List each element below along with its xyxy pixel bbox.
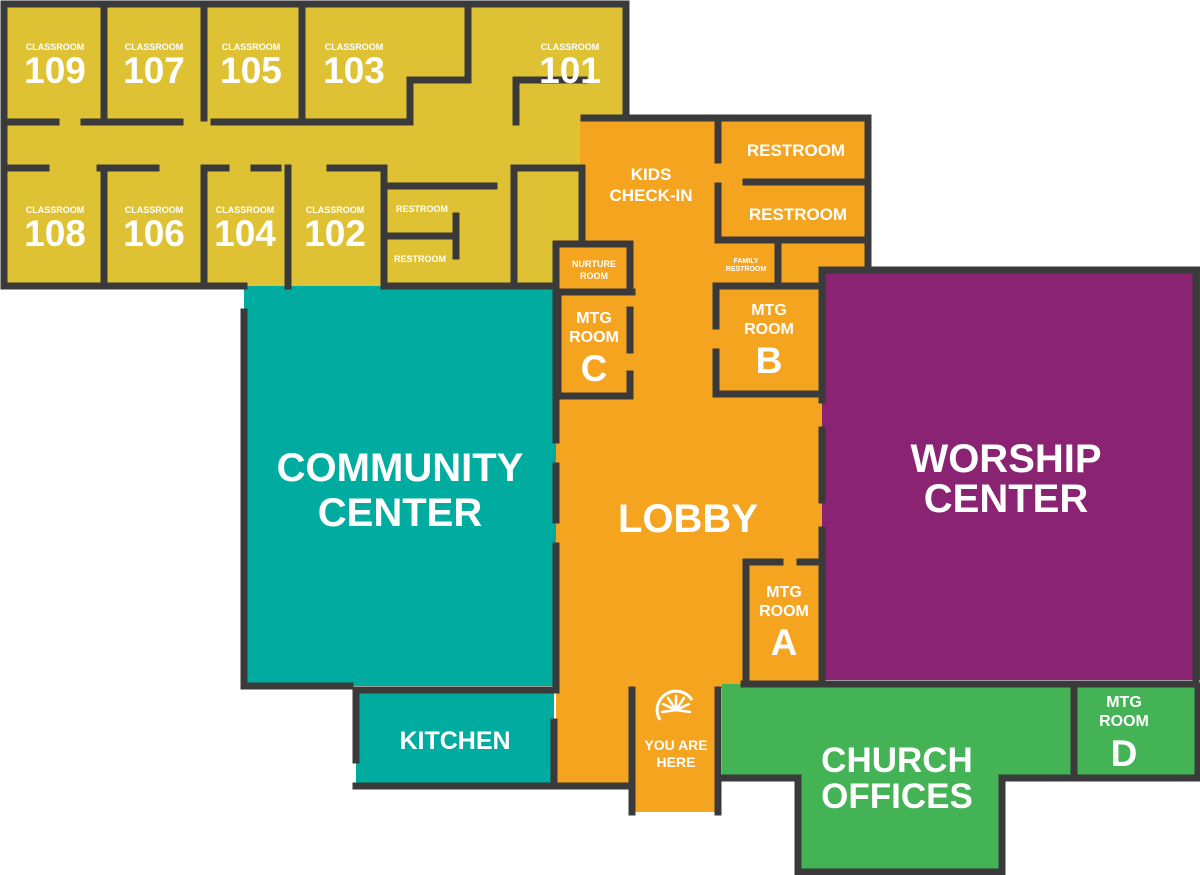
classroom-109: CLASSROOM 109: [24, 42, 86, 91]
lobby-area: [556, 118, 868, 812]
classroom-106: CLASSROOM 106: [123, 205, 185, 254]
classroom-label: CLASSROOM: [541, 42, 600, 52]
kids-checkin-label-line1: KIDS: [631, 165, 672, 184]
community-center-room: [244, 286, 556, 686]
room-letter: B: [756, 340, 783, 381]
classroom-label: CLASSROOM: [125, 42, 184, 52]
classroom-label: CLASSROOM: [222, 42, 281, 52]
room-label: ROOM: [1099, 713, 1149, 730]
mtg-label: MTG: [766, 584, 802, 601]
room-number: 102: [304, 213, 366, 254]
you-are-here-label-line1: YOU ARE: [644, 737, 707, 753]
classroom-105: CLASSROOM 105: [220, 42, 282, 91]
room-number: 103: [323, 50, 385, 91]
worship-center-label-line1: WORSHIP: [910, 437, 1101, 481]
community-center-label-line2: CENTER: [318, 491, 483, 535]
room-label: ROOM: [744, 321, 794, 338]
lobby-label: LOBBY: [618, 497, 758, 541]
mtg-label: MTG: [751, 302, 787, 319]
meeting-room-a: MTG ROOM A: [759, 584, 809, 663]
meeting-room-d: MTG ROOM D: [1099, 694, 1149, 774]
mtg-label: MTG: [1106, 694, 1142, 711]
restroom-left-upper-label: RESTROOM: [396, 204, 448, 214]
family-restroom-label-line2: RESTROOM: [726, 266, 767, 273]
room-letter: A: [771, 622, 798, 663]
room-number: 106: [123, 213, 185, 254]
classroom-104: CLASSROOM 104: [214, 205, 276, 254]
restroom-right-upper-label: RESTROOM: [747, 141, 845, 160]
kitchen-label: KITCHEN: [399, 727, 510, 755]
room-number: 104: [214, 213, 276, 254]
room-number: 107: [123, 50, 185, 91]
room-number: 108: [24, 213, 86, 254]
restroom-left-lower-label: RESTROOM: [394, 254, 446, 264]
kitchen-room: [356, 690, 554, 786]
room-label: ROOM: [759, 603, 809, 620]
room-label: ROOM: [569, 329, 619, 346]
sunburst-icon: [655, 689, 694, 731]
church-offices-area: [722, 684, 1198, 872]
worship-center-room: [822, 270, 1200, 680]
you-are-here-label-line2: HERE: [657, 754, 696, 770]
nurture-room-label-line1: NURTURE: [572, 259, 616, 269]
room-number: 101: [539, 50, 601, 91]
meeting-room-b: MTG ROOM B: [744, 302, 794, 381]
room-number: 109: [24, 50, 86, 91]
classroom-101: CLASSROOM 101: [539, 42, 601, 91]
classroom-label: CLASSROOM: [306, 205, 365, 215]
classroom-label: CLASSROOM: [26, 42, 85, 52]
church-offices-label-line2: OFFICES: [821, 777, 973, 816]
restroom-right-lower-label: RESTROOM: [749, 205, 847, 224]
classroom-107: CLASSROOM 107: [123, 42, 185, 91]
room-letter: D: [1111, 733, 1138, 774]
classroom-label: CLASSROOM: [325, 42, 384, 52]
classroom-label: CLASSROOM: [125, 205, 184, 215]
classroom-label: CLASSROOM: [216, 205, 275, 215]
room-number: 105: [220, 50, 282, 91]
you-are-here-marker: YOU ARE HERE: [644, 689, 708, 770]
mtg-label: MTG: [576, 310, 612, 327]
classroom-103: CLASSROOM 103: [323, 42, 385, 91]
nurture-room-label-line2: ROOM: [580, 271, 608, 281]
kids-checkin-label-line2: CHECK-IN: [609, 186, 692, 205]
classroom-108: CLASSROOM 108: [24, 205, 86, 254]
classroom-102: CLASSROOM 102: [304, 205, 366, 254]
room-letter: C: [581, 348, 608, 389]
meeting-room-c: MTG ROOM C: [569, 310, 619, 389]
worship-center-label-line2: CENTER: [924, 477, 1089, 521]
classroom-label: CLASSROOM: [26, 205, 85, 215]
church-offices-label-line1: CHURCH: [821, 741, 973, 780]
family-restroom-label-line1: FAMILY: [733, 258, 758, 265]
community-center-label-line1: COMMUNITY: [277, 446, 524, 490]
